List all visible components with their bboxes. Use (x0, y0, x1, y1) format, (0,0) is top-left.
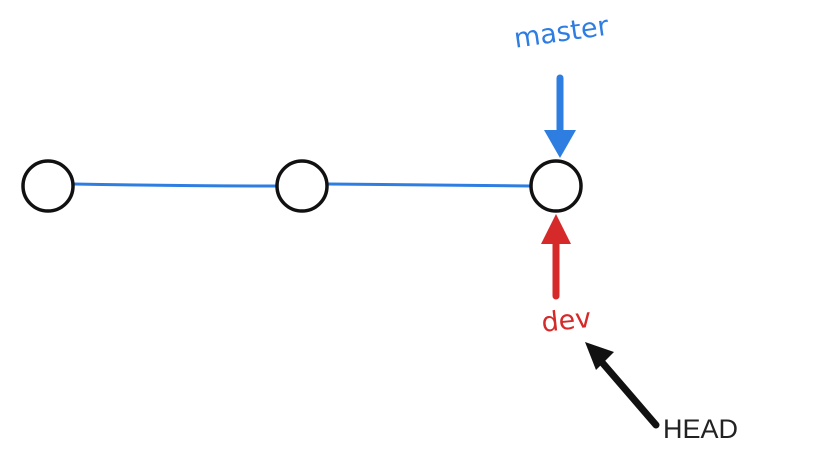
commit-node[interactable] (529, 159, 583, 213)
commit-node[interactable] (21, 159, 75, 213)
head-arrow (585, 342, 660, 429)
head-pointer-label: HEAD (663, 414, 739, 444)
master-arrow (544, 74, 576, 158)
dev-arrow (541, 214, 571, 300)
dev-branch-label: dev (540, 302, 593, 339)
commit-link (72, 182, 279, 188)
commit-link (326, 182, 533, 188)
commit-node[interactable] (275, 159, 329, 213)
